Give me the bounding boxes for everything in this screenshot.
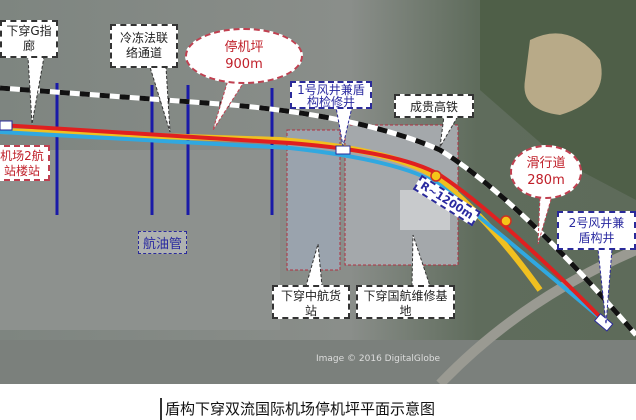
earthwork-area — [524, 33, 602, 116]
taxiway-length: 280m — [527, 173, 565, 188]
shaft-marker — [430, 170, 442, 182]
callout-pointers — [27, 56, 613, 325]
tunnel-blue-line — [0, 130, 607, 324]
label-freeze-passage: 冷冻法联络通道 — [110, 24, 178, 68]
shaft2-marker — [593, 313, 614, 332]
runway-area — [0, 340, 636, 384]
label-g-concourse: 下穿G指廊 — [0, 20, 58, 58]
imagery-watermark: Image © 2016 DigitalGlobe — [316, 354, 441, 364]
label-shaft1: 1号风井兼盾构检修井 — [290, 81, 372, 109]
shaft1-marker — [335, 145, 351, 155]
callout-apron: 停机坪 900m — [185, 28, 303, 84]
pointer — [212, 79, 245, 131]
label-maintenance-base: 下穿国航维修基地 — [356, 285, 455, 319]
label-shaft2: 2号风井兼盾构井 — [557, 211, 636, 250]
label-railway: 成贵高铁 — [394, 94, 474, 118]
pointer — [411, 234, 431, 287]
label-cargo-station: 下穿中航货站 — [272, 285, 350, 319]
shaft-marker — [500, 215, 512, 227]
station-marker — [0, 120, 13, 131]
callout-taxiway: 滑行道 280m — [510, 145, 582, 199]
apron-title: 停机坪 — [224, 40, 264, 55]
apron-length: 900m — [225, 57, 263, 72]
label-terminal2-station: 机场2航站楼站 — [0, 145, 50, 181]
railway-line — [0, 85, 636, 337]
taxiway-title: 滑行道 — [526, 156, 566, 171]
label-fuel-pipe: 航油管 — [138, 231, 188, 254]
figure-caption: 盾构下穿双流国际机场停机坪平面示意图 — [160, 398, 435, 420]
